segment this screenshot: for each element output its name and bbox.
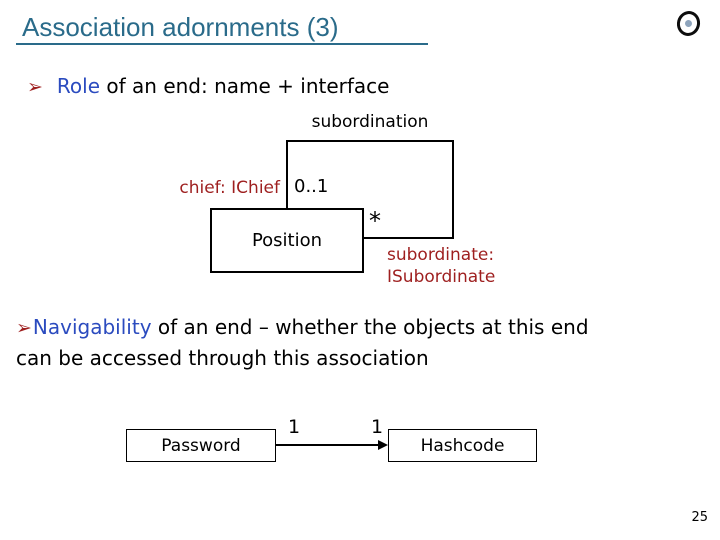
multiplicity-0-1-label: 0..1 [294,176,329,197]
role-subordinate-line2: ISubordinate [387,267,496,287]
bullet-arrow-icon: ➢ [27,76,43,98]
role-subordinate-label: subordinate: ISubordinate [387,244,495,288]
bullet-navigability-line2: can be accessed through this association [16,346,429,370]
bullet-role-keyword: Role [56,74,101,98]
multiplicity-star-label: * [369,207,381,235]
bullet-arrow-icon: ➢ [16,317,32,339]
title-underline [16,43,428,45]
class-box-position: Position [210,208,364,273]
role-chief-label: chief: IChief [179,178,280,198]
class-name-password: Password [161,435,241,456]
bullet-navigability-text: of an end – whether the objects at this … [151,315,589,339]
association-line [276,444,380,446]
bullet-navigability: ➢Navigability of an end – whether the ob… [16,312,589,373]
role-subordinate-line1: subordinate: [387,245,495,265]
page-number: 25 [691,510,708,525]
class-box-password: Password [126,429,276,462]
page-title: Association adornments (3) [22,12,339,42]
arrowhead-icon [378,440,388,450]
circle-dot-logo-icon [674,8,703,39]
logo-dot [684,19,693,28]
bullet-navigability-line1: ➢Navigability of an end – whether the ob… [16,312,589,343]
bullet-role: ➢ Role of an end: name + interface [27,74,389,98]
class-box-hashcode: Hashcode [388,429,537,462]
bullet-navigability-keyword: Navigability [32,315,152,339]
class-name-position: Position [251,230,323,251]
class-name-hashcode: Hashcode [420,435,505,456]
self-association-loop [286,140,454,239]
multiplicity-1-left-label: 1 [288,416,301,438]
association-name-label: subordination [311,112,429,132]
multiplicity-1-right-label: 1 [371,416,384,438]
bullet-role-text: of an end: name + interface [100,74,390,98]
